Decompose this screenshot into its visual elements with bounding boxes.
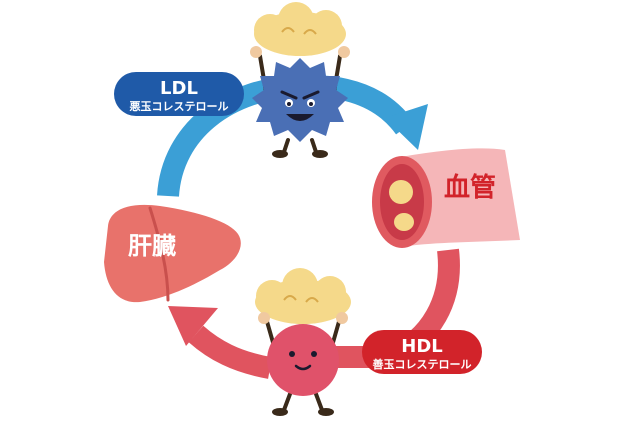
vessel-fat-deposit-2 xyxy=(394,213,414,231)
ldl-subtitle: 悪玉コレステロール xyxy=(130,100,229,113)
blood-vessel-label: 血管 xyxy=(444,173,496,203)
hdl-fat-cloud xyxy=(255,268,351,324)
liver: 肝臓 xyxy=(104,204,241,303)
ldl-fat-cloud xyxy=(250,2,350,58)
ldl-badge: LDL 悪玉コレステロール xyxy=(114,72,244,116)
hdl-character xyxy=(255,268,351,416)
ldl-body xyxy=(252,58,348,142)
ldl-character xyxy=(250,2,350,158)
hdl-subtitle: 善玉コレステロール xyxy=(373,357,472,371)
ldl-title: LDL xyxy=(160,78,198,99)
hdl-title: HDL xyxy=(401,336,442,357)
hdl-body xyxy=(267,324,339,396)
liver-label: 肝臓 xyxy=(128,232,176,260)
hdl-badge: HDL 善玉コレステロール xyxy=(362,330,482,374)
blood-vessel: 血管 xyxy=(372,148,520,248)
red-cycle-arrow-left xyxy=(168,306,273,379)
vessel-fat-deposit-1 xyxy=(389,180,413,204)
